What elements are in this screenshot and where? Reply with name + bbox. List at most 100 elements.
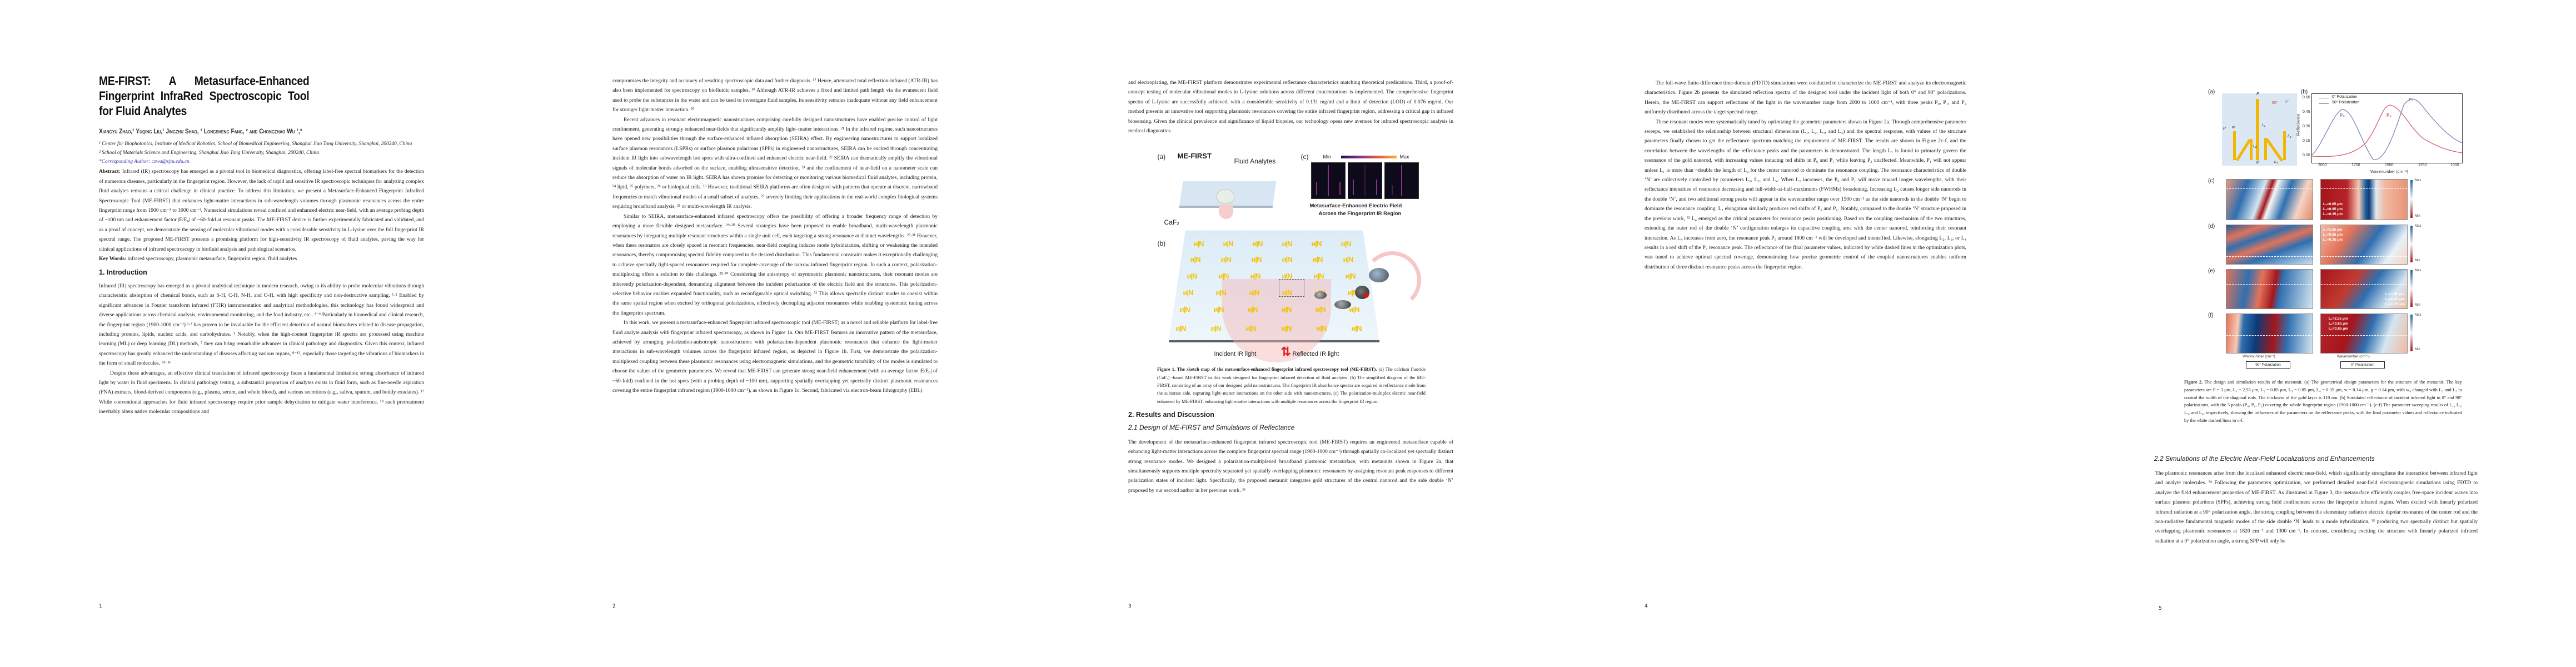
y-axis-label: Reflectance	[2295, 113, 2301, 136]
polarization-0-box: 0° Polarization	[2340, 361, 2385, 369]
y-tick: 0.15	[2303, 139, 2310, 143]
param-label-g: g	[2256, 160, 2259, 164]
nanostructure-icon: ᴎ|N	[1341, 240, 1352, 248]
peak-p1-label: P₁	[2409, 97, 2414, 102]
figure-1b-label: (b)	[1157, 240, 1166, 248]
incident-reflected-arrows-icon: ⇅	[1280, 345, 1291, 359]
nanostructure-icon: ᴎ|N	[1252, 240, 1263, 248]
corresponding-author-link[interactable]: *Corresponding Author: czwu@sjtu.edu.cn	[99, 159, 190, 165]
param-label-l3: L₃	[2274, 160, 2278, 164]
diagonal-rod	[2265, 138, 2284, 162]
y-tick: 0.30	[2303, 125, 2310, 128]
heatmap-l3-90deg	[2226, 269, 2313, 309]
x-tick: 1500	[2385, 163, 2394, 167]
nanostructure-icon: ᴎ|N	[1247, 305, 1258, 314]
figure-2a-label: (a)	[2208, 89, 2215, 95]
page-4-content: The full-wave finite-difference time-dom…	[1645, 78, 1966, 272]
ir-beam-large	[1222, 279, 1331, 363]
figure-1a-label: (a)	[1157, 153, 1166, 161]
page-3-content: and electroplating, the ME-FIRST platfor…	[1128, 78, 1453, 495]
fluid-analytes-label: Fluid Analytes	[1234, 157, 1276, 166]
reflectance-colorbar	[2410, 226, 2413, 262]
paragraph: In this work, we present a metasurface-e…	[612, 320, 938, 394]
fluid-droplet-icon	[1216, 189, 1234, 204]
side-rod	[2233, 131, 2236, 160]
nanostructure-icon: ᴎ|N	[1223, 240, 1234, 248]
figure-1a-title: ME-FIRST	[1177, 152, 1212, 161]
figure-1-caption-text: (a) The calcium fluoride (CaF₂) -based M…	[1157, 367, 1426, 404]
x-tick: 1750	[2351, 163, 2360, 167]
param-label-p: P	[2256, 92, 2259, 96]
colorbar-min-label: Min	[2415, 215, 2420, 218]
figure-1-caption: Figure 1. The sketch map of the metasurf…	[1157, 366, 1426, 405]
page-1-content: ME-FIRST: A Metasurface-Enhanced Fingerp…	[99, 73, 424, 417]
nanostructure-icon: ᴎ|N	[1210, 324, 1222, 333]
figure-1-caption-title: Figure 1. The sketch map of the metasurf…	[1157, 367, 1377, 372]
subsection-heading-design: 2.1 Design of ME-FIRST and Simulations o…	[1128, 424, 1295, 432]
heatmap-x-axis-label: Wavenumber (cm⁻¹)	[2243, 355, 2275, 359]
param-label-p: P	[2223, 127, 2226, 131]
polarization-90-label: 90°	[2272, 101, 2278, 105]
nanostructure-icon: ᴎ|N	[1215, 288, 1227, 297]
nanostructure-icon: ᴎ|N	[1282, 240, 1293, 248]
figure-2d-label: (d)	[2208, 223, 2215, 230]
figure-2-caption-text: The design and simulation results of the…	[2184, 380, 2462, 423]
nanostructure-icon: ᴎ|N	[1193, 240, 1204, 248]
reflectance-curves	[2311, 98, 2463, 160]
x-tick: 1250	[2418, 163, 2427, 167]
field-map-90deg-second	[1384, 162, 1419, 200]
field-map-90deg	[1311, 162, 1346, 200]
page-1: ME-FIRST: A Metasurface-Enhanced Fingerp…	[0, 0, 515, 667]
figure-1c-caption-line-2: Across the Fingerprint IR Region	[1318, 211, 1402, 217]
y-tick: 0.00	[2303, 153, 2310, 157]
colorbar-max-label: Max	[2415, 179, 2421, 182]
paragraph: The development of the metasurface-enhan…	[1128, 439, 1453, 494]
incident-light-label: Incident IR light	[1214, 351, 1257, 358]
param-label-w: w	[2232, 126, 2235, 130]
nanostructure-icon: ᴎ|N	[1312, 255, 1323, 264]
page-4: The full-wave finite-difference time-dom…	[1546, 0, 2061, 667]
colorbar-min-label: Min	[1323, 154, 1332, 160]
colorbar-min-label: Min	[2415, 348, 2420, 351]
nanostructure-icon: ᴎ|N	[1351, 324, 1362, 333]
keywords-label: Key Words:	[99, 256, 127, 262]
diagonal-rod	[2235, 139, 2251, 161]
x-axis-label: Wavenumber (cm⁻¹)	[2370, 169, 2408, 174]
legend-swatch-90	[2319, 103, 2329, 104]
colorbar-min-label: Min	[2415, 303, 2420, 307]
reflectance-colorbar	[2410, 180, 2413, 218]
vibration-ring-icon	[1363, 251, 1421, 310]
heatmap-l1-90deg	[2226, 179, 2313, 220]
nanostructure-icon: ᴎ|N	[1281, 305, 1292, 314]
section-heading-results: 2. Results and Discussion	[1128, 410, 1214, 419]
nanostructure-icon: ᴎ|N	[1220, 255, 1232, 264]
figure-2-caption: Figure 2. The design and simulation resu…	[2184, 379, 2462, 425]
nanostructure-icon: ᴎ|N	[1349, 305, 1360, 314]
paragraph: Infrared (IR) spectroscopy has emerged a…	[99, 282, 424, 367]
heatmap-l4-90deg	[2226, 313, 2313, 354]
page-number: 4	[1645, 604, 1648, 609]
colorbar-max-label: Max	[2415, 269, 2421, 272]
section-heading-introduction: 1. Introduction	[99, 268, 147, 277]
page-2: compromises the integrity and accuracy o…	[515, 0, 1030, 667]
abstract-text: Infrared (IR) spectroscopy has emerged a…	[99, 168, 424, 252]
nanostructure-icon: ᴎ|N	[1175, 324, 1187, 333]
reflected-light-label: Reflected IR light	[1292, 351, 1339, 358]
figure-1: (a) ME-FIRST Fluid Analytes CaF₂ (b) ᴎ|N…	[1135, 140, 1447, 363]
page-number: 2	[612, 604, 616, 609]
paragraph: These resonant modes were systematically…	[1645, 118, 1966, 270]
nanostructure-icon: ᴎ|N	[1315, 305, 1326, 314]
paragraph: Despite these advantages, an effective c…	[99, 370, 424, 415]
ir-beam-small	[1218, 205, 1233, 220]
page-number: 3	[1128, 604, 1132, 609]
nanostructure-icon: ᴎ|N	[1311, 240, 1322, 248]
param-label-l4: L₄	[2288, 135, 2291, 138]
nanostructure-icon: ᴎ|N	[1343, 255, 1354, 264]
page-number: 5	[2159, 606, 2162, 611]
x-tick: 1000	[2450, 163, 2459, 167]
molecule-icon	[1363, 292, 1369, 298]
